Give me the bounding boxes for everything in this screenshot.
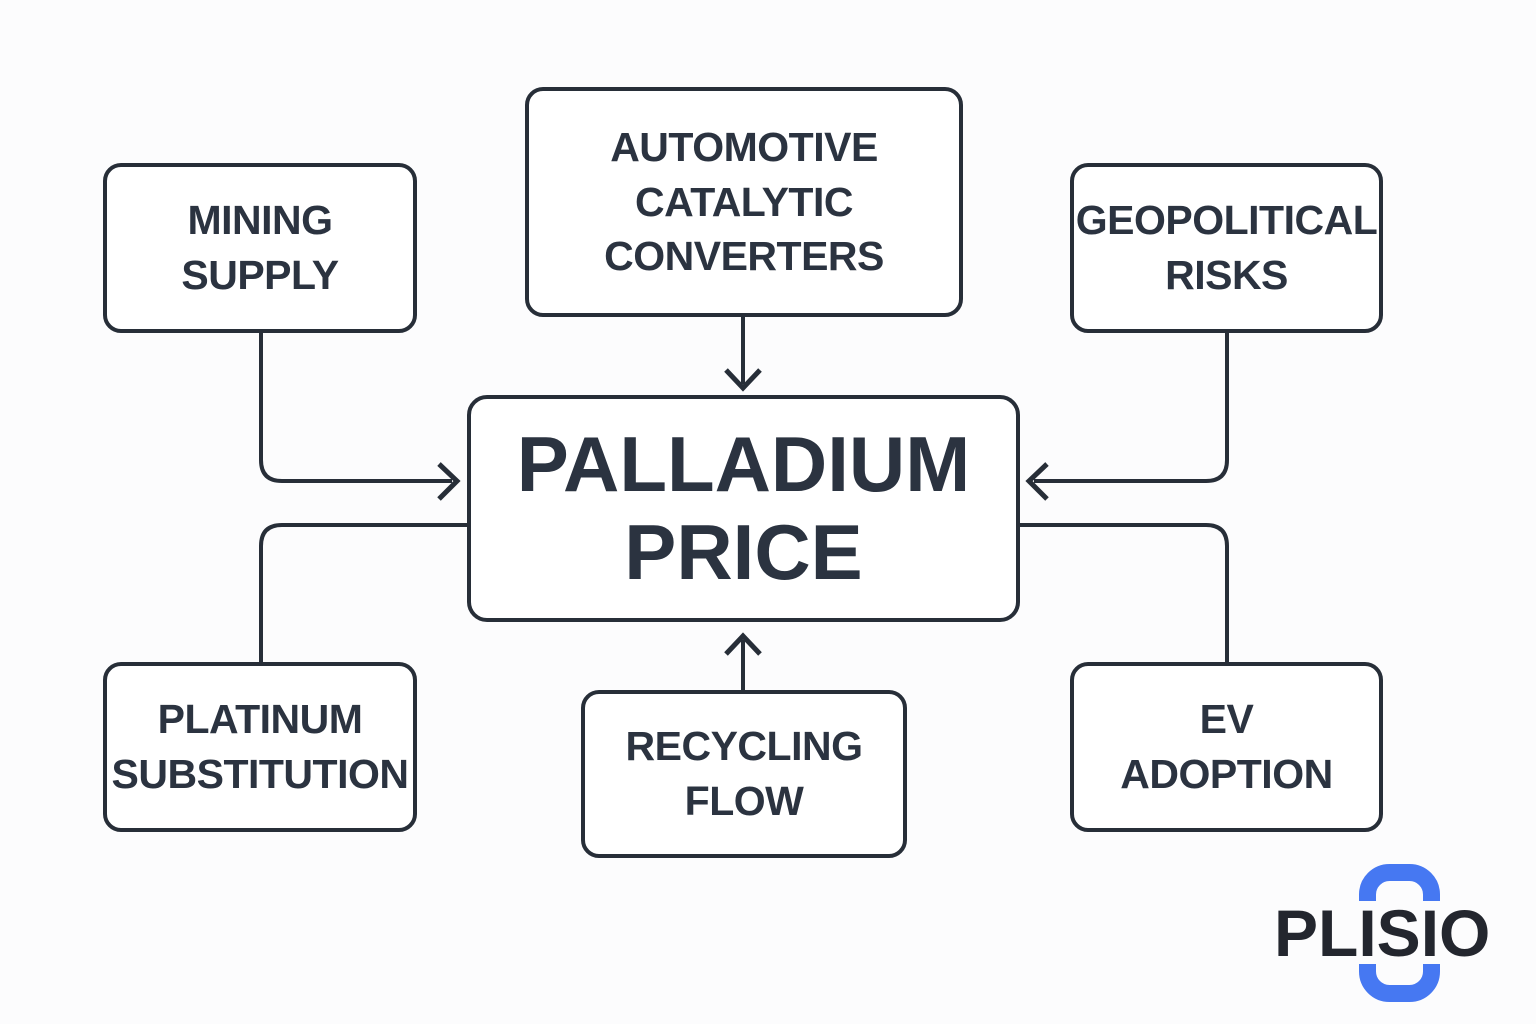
node-geopolitical-risks: GEOPOLITICAL RISKS (1070, 163, 1383, 333)
node-label-line: SUPPLY (181, 252, 339, 298)
node-mining-supply: MINING SUPPLY (103, 163, 417, 333)
plisio-logo-text: PLISIO (1274, 896, 1490, 970)
arrowhead-left-icon (1025, 462, 1049, 501)
logo-text-band (1338, 901, 1462, 964)
connector-platinum-to-center (259, 523, 467, 662)
node-palladium-price: PALLADIUM PRICE (467, 395, 1020, 622)
node-label-line: CONVERTERS (604, 233, 884, 280)
node-label-line: RECYCLING (625, 723, 863, 770)
connector-mining-to-center (259, 333, 452, 483)
arrowhead-up-icon (724, 632, 762, 656)
node-label-line: GEOPOLITICAL (1075, 197, 1378, 244)
node-recycling-flow: RECYCLING FLOW (581, 690, 907, 858)
node-label-line: SUBSTITUTION (111, 751, 409, 797)
node-label-line: RISKS (1165, 252, 1288, 298)
node-label-line: PLATINUM (157, 696, 363, 743)
node-label-line: ADOPTION (1120, 751, 1333, 797)
center-title-line: PALLADIUM (516, 420, 971, 509)
node-platinum-substitution: PLATINUM SUBSTITUTION (103, 662, 417, 832)
connector-ev-to-center (1020, 523, 1229, 662)
connector-geopolitical-to-center (1034, 333, 1229, 483)
node-automotive-catalytic-converters: AUTOMOTIVE CATALYTIC CONVERTERS (525, 87, 963, 317)
node-label-line: CATALYTIC (635, 178, 853, 225)
center-title-line: PRICE (624, 507, 863, 596)
arrowhead-down-icon (724, 368, 762, 392)
plisio-logo: PLISIO (1274, 864, 1490, 1002)
node-label-line: MINING (187, 197, 333, 244)
arrowhead-right-icon (437, 462, 461, 501)
node-label-line: FLOW (684, 778, 804, 824)
node-ev-adoption: EV ADOPTION (1070, 662, 1383, 832)
node-label-line: EV (1199, 696, 1254, 743)
node-label-line: AUTOMOTIVE (610, 123, 878, 170)
